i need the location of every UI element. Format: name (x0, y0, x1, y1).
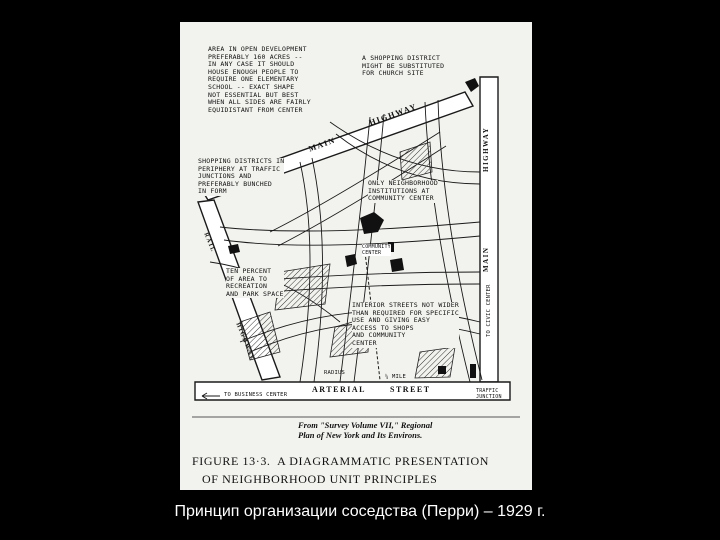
neighborhood-unit-figure: AREA IN OPEN DEVELOPMENT PREFERABLY 160 … (180, 22, 532, 490)
label-community-center: COMMUNITY CENTER (362, 244, 391, 256)
label-shopping-periphery: SHOPPING DISTRICTS IN PERIPHERY AT TRAFF… (198, 157, 285, 196)
figure-caption-line-2: OF NEIGHBORHOOD UNIT PRINCIPLES (202, 472, 438, 486)
label-traffic-junction: TRAFFIC JUNCTION (476, 388, 502, 400)
radius-line (364, 251, 381, 381)
park-area (399, 141, 433, 181)
church-building (360, 212, 384, 234)
slide-caption: Принцип организации соседства (Перри) – … (174, 503, 546, 520)
source-line-1: From "Survey Volume VII," Regional (298, 420, 433, 430)
label-interior-streets: INTERIOR STREETS NOT WIDER THAN REQUIRED… (352, 301, 459, 348)
school-building (345, 254, 357, 267)
arterial-street (194, 381, 511, 401)
road-label-main-right: MAIN (482, 246, 490, 272)
institution-building (390, 258, 404, 272)
source-line-2: Plan of New York and Its Environs. (298, 430, 423, 440)
shopping-building-left (228, 244, 240, 254)
label-shopping-church: A SHOPPING DISTRICT MIGHT BE SUBSTITUTED… (362, 54, 445, 78)
road-label-street: STREET (390, 385, 431, 394)
park-area (239, 311, 281, 361)
label-open-area: AREA IN OPEN DEVELOPMENT PREFERABLY 160 … (208, 45, 311, 114)
road-label-arterial: ARTERIAL (312, 385, 366, 394)
road-label-highway-right: HIGHWAY (482, 126, 490, 172)
label-radius: RADIUS (324, 370, 346, 376)
label-recreation: TEN PERCENT OF AREA TO RECREATION AND PA… (226, 267, 284, 299)
label-to-civic-center: TO CIVIC CENTER (486, 284, 492, 337)
business-center-arrow (201, 392, 220, 400)
park-area (414, 346, 456, 379)
figure-caption-line-1: FIGURE 13·3. A DIAGRAMMATIC PRESENTATION (192, 454, 489, 468)
shopping-building (465, 78, 479, 92)
label-to-business-center: TO BUSINESS CENTER (224, 392, 288, 398)
label-quarter-mile: ¼ MILE (385, 374, 407, 380)
label-institutions: ONLY NEIGHBORHOOD INSTITUTIONS AT COMMUN… (368, 179, 438, 203)
